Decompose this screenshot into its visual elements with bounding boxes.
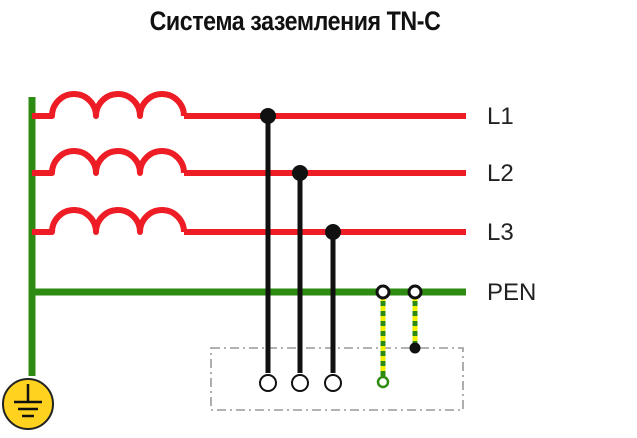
- phase-l1-winding: [32, 91, 187, 119]
- pen-junction-1: [375, 284, 391, 300]
- label-l1: L1: [487, 103, 514, 130]
- junction-l1: [260, 108, 276, 124]
- terminal-l2: [291, 374, 309, 392]
- page-title: Система заземления TN-C: [149, 6, 441, 36]
- pen-terminal-1: [376, 375, 390, 389]
- phase-l2-winding: [32, 148, 187, 176]
- enclosure-bond-point: [409, 342, 421, 354]
- label-l3: L3: [487, 219, 514, 246]
- earth-ground-icon: [2, 378, 54, 430]
- terminal-l3: [324, 374, 342, 392]
- phase-l3-winding: [32, 207, 187, 235]
- equipment-enclosure: [210, 347, 464, 411]
- label-pen: PEN: [487, 279, 536, 306]
- terminal-l1: [259, 374, 277, 392]
- junction-l3: [325, 224, 341, 240]
- label-l2: L2: [487, 160, 514, 187]
- junction-l2: [292, 165, 308, 181]
- pen-junction-2: [407, 284, 423, 300]
